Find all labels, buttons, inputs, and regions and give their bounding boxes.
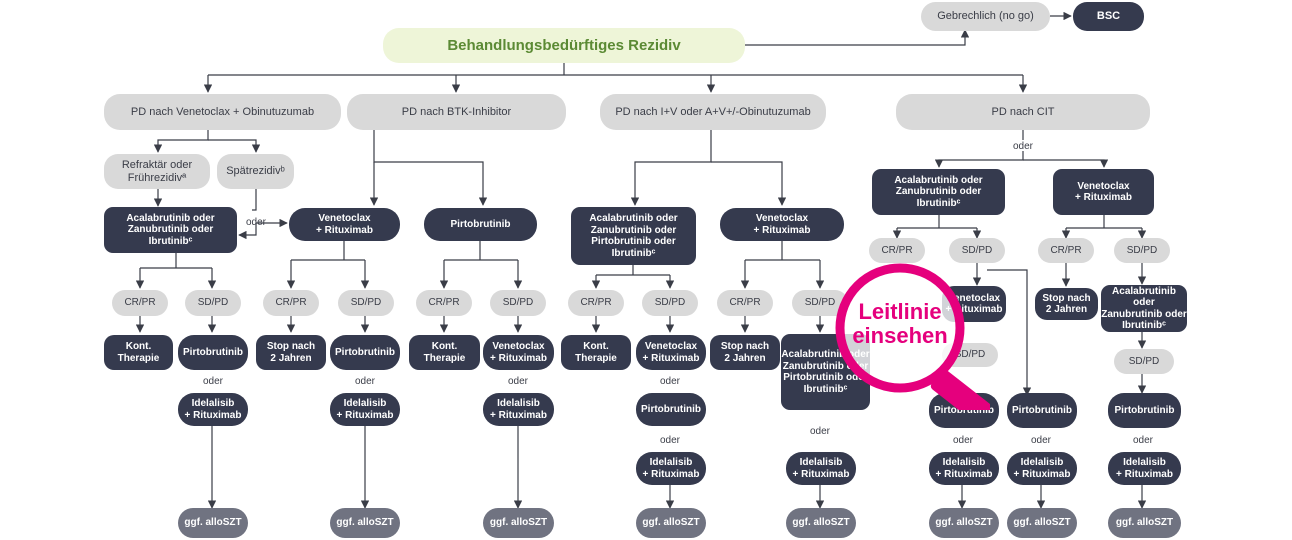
or-label: oder bbox=[1132, 435, 1154, 446]
treatment-btki-3: Acalabrutinib oder Zanubrutinib oder Pir… bbox=[571, 207, 696, 265]
response-sd-pd: SD/PD bbox=[185, 290, 241, 316]
response-cr-pr: CR/PR bbox=[112, 290, 168, 316]
branch-header-cit: PD nach CIT bbox=[896, 94, 1150, 130]
or-label: oder bbox=[507, 376, 529, 387]
treatment-btki-4b: Acalabrutinib oder Zanubrutinib oder Ibr… bbox=[1101, 285, 1187, 332]
treatment-ven-ritux: Venetoclax + Rituximab bbox=[636, 335, 706, 370]
or-label: oder bbox=[202, 376, 224, 387]
branch-header-btk: PD nach BTK-Inhibitor bbox=[347, 94, 566, 130]
idelalisib-node: Idelalisib + Rituximab bbox=[1108, 452, 1181, 485]
pirtobrutinib-node: Pirtobrutinib bbox=[1108, 393, 1181, 428]
response-cr-pr: CR/PR bbox=[263, 290, 319, 316]
pirtobrutinib-node: Pirtobrutinib bbox=[424, 208, 537, 241]
kont-therapie-node: Kont. Therapie bbox=[561, 335, 631, 370]
alloszt-node: ggf. alloSZT bbox=[483, 508, 554, 538]
or-label: oder bbox=[354, 376, 376, 387]
idelalisib-node: Idelalisib + Rituximab bbox=[483, 393, 554, 426]
branch-header-venetoclax: PD nach Venetoclax + Obinutuzumab bbox=[104, 94, 341, 130]
or-label: oder bbox=[245, 217, 267, 228]
response-sd-pd: SD/PD bbox=[792, 290, 848, 316]
branch-header-iv-av: PD nach I+V oder A+V+/-Obinutuzumab bbox=[600, 94, 826, 130]
response-sd-pd: SD/PD bbox=[1114, 238, 1170, 263]
alloszt-node: ggf. alloSZT bbox=[636, 508, 706, 538]
stop-2-years-node: Stop nach 2 Jahren bbox=[710, 335, 780, 370]
pirtobrutinib-node: Pirtobrutinib bbox=[330, 335, 400, 370]
alloszt-node: ggf. alloSZT bbox=[929, 508, 999, 538]
response-cr-pr: CR/PR bbox=[568, 290, 624, 316]
alloszt-node: ggf. alloSZT bbox=[178, 508, 248, 538]
idelalisib-node: Idelalisib + Rituximab bbox=[636, 452, 706, 485]
kont-therapie-node: Kont. Therapie bbox=[104, 335, 173, 370]
stop-2-years-node: Stop nach 2 Jahren bbox=[1035, 288, 1098, 320]
idelalisib-node: Idelalisib + Rituximab bbox=[929, 452, 999, 485]
or-label: oder bbox=[952, 435, 974, 446]
frail-node: Gebrechlich (no go) bbox=[921, 2, 1050, 31]
kont-therapie-node: Kont. Therapie bbox=[409, 335, 480, 370]
treatment-ven-ritux: Venetoclax + Rituximab bbox=[483, 335, 554, 370]
treatment-ven-ritux-4: Venetoclax + Rituximab bbox=[1053, 169, 1154, 215]
magnifier-icon[interactable] bbox=[830, 260, 990, 410]
idelalisib-node: Idelalisib + Rituximab bbox=[178, 393, 248, 426]
or-label: oder bbox=[659, 435, 681, 446]
pirtobrutinib-node: Pirtobrutinib bbox=[178, 335, 248, 370]
idelalisib-node: Idelalisib + Rituximab bbox=[330, 393, 400, 426]
pirtobrutinib-node: Pirtobrutinib bbox=[636, 393, 706, 426]
pirtobrutinib-node: Pirtobrutinib bbox=[1007, 393, 1077, 428]
alloszt-node: ggf. alloSZT bbox=[1108, 508, 1181, 538]
response-sd-pd: SD/PD bbox=[642, 290, 698, 316]
title-node: Behandlungsbedürftiges Rezidiv bbox=[383, 28, 745, 63]
alloszt-node: ggf. alloSZT bbox=[786, 508, 856, 538]
or-label: oder bbox=[809, 426, 831, 437]
response-cr-pr: CR/PR bbox=[1038, 238, 1094, 263]
idelalisib-node: Idelalisib + Rituximab bbox=[786, 452, 856, 485]
treatment-ven-ritux-3: Venetoclax + Rituximab bbox=[720, 208, 844, 241]
response-cr-pr: CR/PR bbox=[717, 290, 773, 316]
guideline-link[interactable]: Leitlinie einsehen bbox=[852, 299, 948, 349]
alloszt-node: ggf. alloSZT bbox=[330, 508, 400, 538]
late-relapse-node: Spätrezidivᵇ bbox=[217, 154, 294, 189]
or-label: oder bbox=[1012, 141, 1034, 152]
response-sd-pd: SD/PD bbox=[949, 238, 1005, 263]
or-label: oder bbox=[1030, 435, 1052, 446]
stop-2-years-node: Stop nach 2 Jahren bbox=[256, 335, 326, 370]
response-cr-pr: CR/PR bbox=[869, 238, 925, 263]
treatment-ven-ritux-1: Venetoclax + Rituximab bbox=[289, 208, 400, 241]
bsc-node: BSC bbox=[1073, 2, 1144, 31]
response-sd-pd: SD/PD bbox=[490, 290, 546, 316]
or-label: oder bbox=[659, 376, 681, 387]
response-sd-pd: SD/PD bbox=[338, 290, 394, 316]
idelalisib-node: Idelalisib + Rituximab bbox=[1007, 452, 1077, 485]
treatment-btki-1: Acalabrutinib oder Zanubrutinib oder Ibr… bbox=[104, 207, 237, 253]
response-sd-pd: SD/PD bbox=[1114, 349, 1174, 374]
treatment-btki-4: Acalabrutinib oder Zanubrutinib oder Ibr… bbox=[872, 169, 1005, 215]
alloszt-node: ggf. alloSZT bbox=[1007, 508, 1077, 538]
refractory-node: Refraktär oder Frührezidivª bbox=[104, 154, 210, 189]
response-cr-pr: CR/PR bbox=[416, 290, 472, 316]
